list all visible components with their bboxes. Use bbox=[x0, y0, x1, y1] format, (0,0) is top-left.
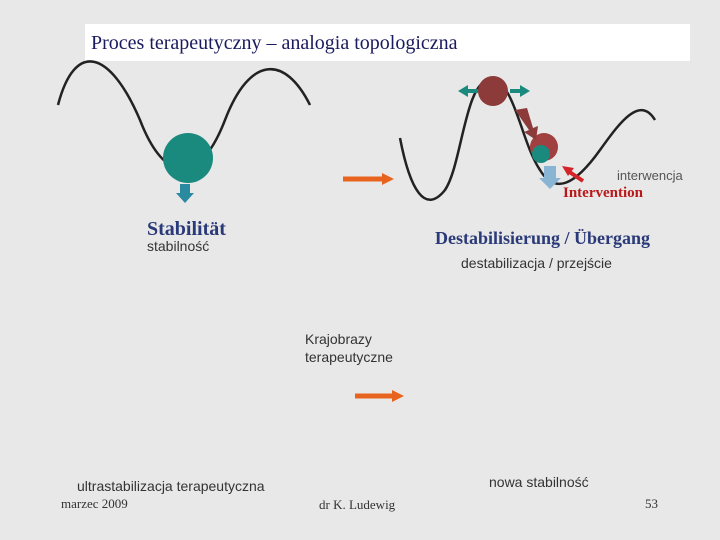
teal-ball-right bbox=[532, 145, 550, 163]
title-box: Proces terapeutyczny – analogia topologi… bbox=[85, 24, 690, 61]
down-arrow-left-stem bbox=[180, 184, 190, 194]
interwencja-label: interwencja bbox=[617, 168, 683, 183]
right-landscape-curve bbox=[398, 78, 657, 201]
down-arrow-left-head bbox=[176, 193, 194, 203]
ultrastabilizacja-label: ultrastabilizacja terapeutyczna bbox=[77, 478, 265, 494]
slide-title: Proces terapeutyczny – analogia topologi… bbox=[91, 32, 458, 54]
page-number: 53 bbox=[645, 496, 658, 511]
footer-author: dr K. Ludewig bbox=[319, 497, 396, 512]
down-arrow-right-head bbox=[539, 178, 561, 189]
down-arrow-right-stem bbox=[544, 166, 556, 178]
orange-arrow-2-head bbox=[392, 390, 404, 402]
destabilisierung-label: Destabilisierung / Übergang bbox=[435, 228, 651, 248]
orange-arrow-1-head bbox=[382, 173, 394, 185]
destabilizacja-label: destabilizacja / przejście bbox=[461, 255, 612, 271]
red-intervention-head bbox=[562, 166, 574, 176]
krajobrazy-label-line2: terapeutyczne bbox=[305, 349, 393, 365]
red-intervention-line bbox=[566, 169, 585, 183]
teal-right-arrow bbox=[510, 85, 530, 97]
stabilitat-label: Stabilität bbox=[147, 218, 226, 240]
nowa-stabilnosc-label: nowa stabilność bbox=[489, 474, 589, 490]
brown-up-arrow bbox=[515, 108, 538, 140]
krajobrazy-label-line1: Krajobrazy bbox=[305, 331, 372, 347]
red-ball-top bbox=[478, 76, 508, 106]
intervention-label: Intervention bbox=[563, 185, 643, 201]
footer-date: marzec 2009 bbox=[61, 496, 128, 511]
stabilnosc-label: stabilność bbox=[147, 238, 210, 254]
teal-ball-left bbox=[163, 133, 213, 183]
teal-left-arrow bbox=[458, 85, 478, 97]
